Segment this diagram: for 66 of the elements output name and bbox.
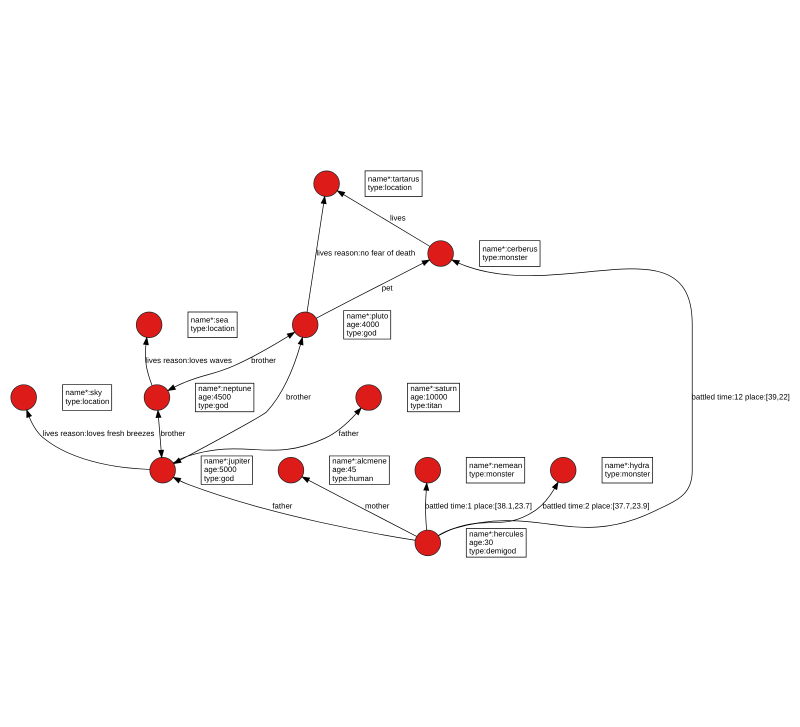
node-circle: [10, 384, 37, 410]
node-label: type:titan: [410, 400, 442, 410]
node-circle: [149, 456, 176, 483]
node-circle: [355, 384, 382, 410]
node-circle: [313, 170, 340, 196]
edge-label: father: [338, 428, 359, 438]
edge-label: lives reason:loves fresh breezes: [42, 428, 154, 438]
arrow: [438, 480, 559, 536]
node-label: type:demigod: [469, 546, 516, 555]
node-label: name*:sky: [65, 388, 102, 397]
edge-label: lives: [390, 213, 406, 222]
node-label: type:monster: [482, 252, 528, 262]
node-label: type:location: [65, 396, 110, 406]
arrow: [156, 408, 164, 458]
node-label: type:god: [346, 328, 377, 337]
node-label: type:monster: [604, 468, 650, 478]
node-label: age:10000: [410, 392, 448, 401]
edge-label: pet: [382, 282, 393, 292]
node-circle: [136, 311, 162, 338]
arrow: [172, 406, 362, 463]
node-circle: [427, 240, 454, 266]
node-circle: [292, 311, 318, 338]
node-label: type:location: [190, 324, 235, 333]
node-label: name*:pluto: [346, 310, 388, 320]
node-label: age:30: [469, 537, 494, 546]
node-label: type:human: [332, 473, 374, 482]
node-label: type:god: [204, 473, 234, 482]
node-label: age:45: [332, 464, 356, 474]
arrow: [438, 259, 693, 536]
edge-label: mother: [365, 501, 390, 510]
arrow: [142, 336, 152, 386]
arrow: [336, 190, 430, 246]
node-label: age:4500: [198, 392, 231, 401]
node-circle: [414, 456, 441, 483]
node-circle: [278, 456, 304, 483]
arrow: [316, 258, 430, 318]
node-label: name*:neptune: [198, 383, 252, 392]
arrow: [26, 408, 150, 470]
node-label: name*:sea: [190, 315, 228, 324]
node-circle: [144, 384, 170, 410]
node-label: name*:hydra: [604, 460, 650, 470]
node-label: age:5000: [204, 464, 237, 474]
node-label: name*:saturn: [410, 383, 457, 392]
arrow: [167, 331, 296, 390]
arrow: [172, 336, 304, 464]
node-circle: [550, 456, 576, 483]
node-label: name*:hercules: [469, 528, 524, 538]
node-label: name*:tartarus: [368, 174, 420, 183]
arrow: [306, 194, 327, 312]
node-label: name*:cerberus: [482, 244, 538, 253]
edge-label: father: [272, 501, 292, 510]
edge-label: brother: [286, 392, 311, 401]
arrow: [172, 476, 416, 540]
edge-label: lives reason:no fear of death: [316, 248, 416, 258]
node-circle: [414, 529, 441, 556]
node-label: type:god: [198, 400, 228, 410]
node-label: name*:nemean: [469, 460, 522, 470]
edge-label: brother: [160, 428, 186, 438]
node-label: age:4000: [346, 319, 380, 328]
node-label: name*:alcmene: [332, 456, 387, 466]
node-label: type:location: [368, 182, 412, 192]
node-label: type:monster: [469, 468, 514, 478]
edge-label: brother: [251, 356, 276, 365]
node-label: name*:jupiter: [204, 456, 250, 466]
edge-label: battled time:2 place:[37.7,23.9]: [542, 501, 650, 510]
arrow: [301, 476, 417, 536]
